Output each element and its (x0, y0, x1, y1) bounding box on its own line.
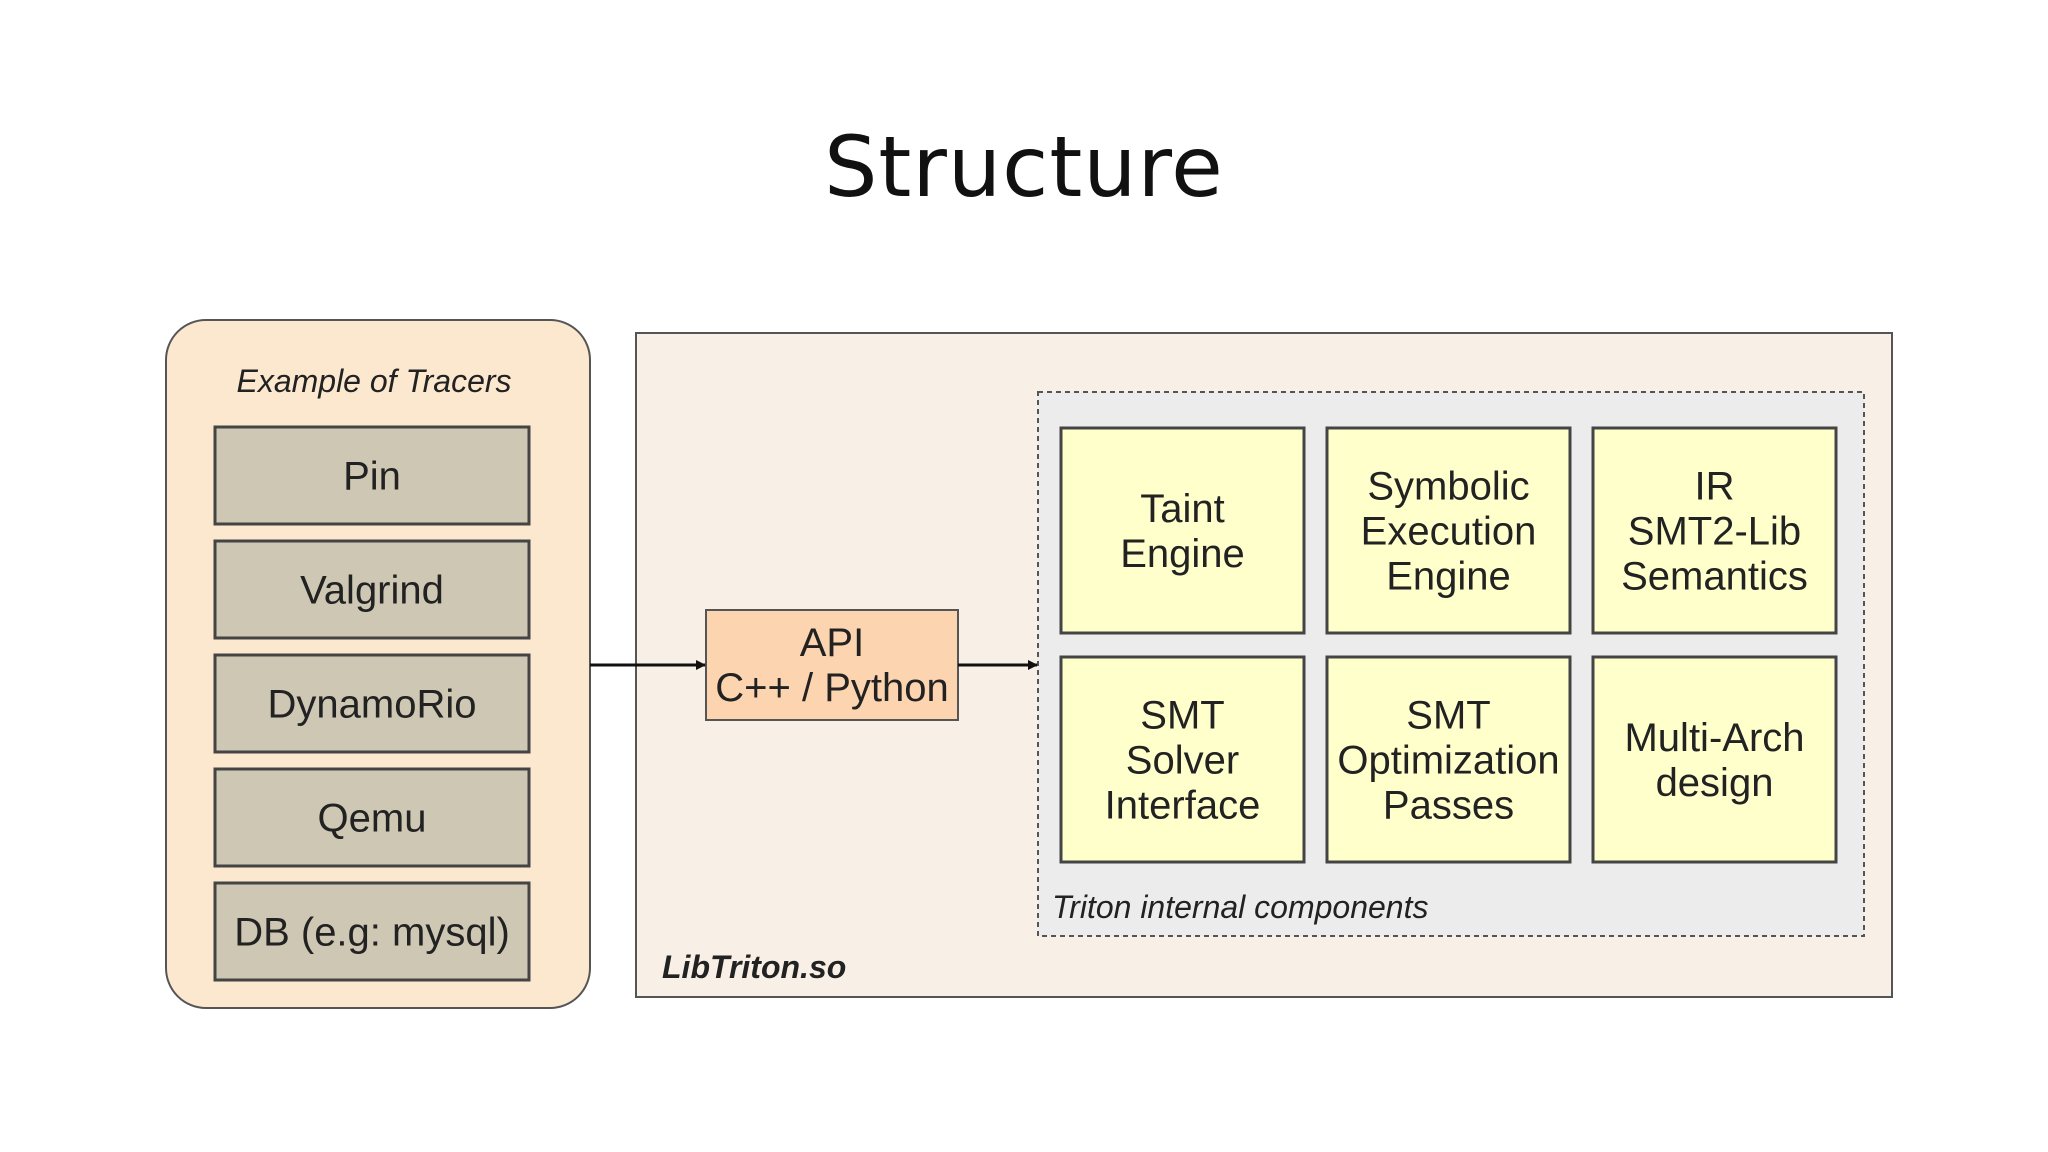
component-label-line: Symbolic (1367, 465, 1529, 509)
component-label-line: SMT2-Lib (1628, 510, 1801, 554)
component-label-line: SMT (1406, 694, 1490, 738)
tracer-item-box (213, 539, 531, 640)
component-label-line: Taint (1140, 487, 1225, 531)
tracer-item-label: DynamoRio (268, 683, 477, 727)
tracer-item-label: DB (e.g: mysql) (234, 911, 510, 955)
tracers-caption: Example of Tracers (236, 363, 511, 399)
component-label-line: Engine (1120, 532, 1245, 576)
internal-components-panel: Triton internal components TaintEngineSy… (1037, 391, 1865, 937)
component-label-line: IR (1695, 465, 1735, 509)
tracer-item-label: Qemu (318, 797, 427, 841)
component-label-line: Multi-Arch (1624, 716, 1804, 760)
component-label-line: Solver (1126, 739, 1239, 783)
component-label-line: Optimization (1337, 739, 1559, 783)
component-label-line: Execution (1361, 510, 1537, 554)
tracers-panel: Example of Tracers PinValgrindDynamoRioQ… (165, 319, 591, 1009)
tracer-item: Valgrind (213, 539, 531, 640)
component-label-line: Passes (1383, 784, 1514, 828)
tracer-item: DB (e.g: mysql) (213, 881, 531, 982)
tracer-item-label: Pin (343, 455, 401, 499)
tracer-item: Qemu (213, 767, 531, 868)
component-label-line: Semantics (1621, 555, 1808, 599)
api-languages-label: C++ / Python (715, 666, 948, 710)
tracer-item-label: Valgrind (300, 569, 444, 613)
component-label-line: design (1656, 761, 1774, 805)
component-label-line: SMT (1140, 694, 1224, 738)
tracer-item: Pin (213, 425, 531, 526)
api-box: API C++ / Python (705, 609, 959, 721)
tracer-item: DynamoRio (213, 653, 531, 754)
component-label-line: Engine (1386, 555, 1511, 599)
api-label: API (800, 621, 864, 665)
component-box-bg (1591, 426, 1838, 635)
libtriton-label: LibTriton.so (662, 949, 846, 985)
component-box-bg (1059, 426, 1306, 635)
tracer-item-box (213, 767, 531, 868)
tracer-item-box (213, 425, 531, 526)
component-label-line: Interface (1105, 784, 1261, 828)
internal-components-caption: Triton internal components (1052, 889, 1428, 925)
component-box-bg (1325, 426, 1572, 635)
api-box-bg (705, 609, 959, 721)
tracer-item-box (213, 653, 531, 754)
tracer-item-box (213, 881, 531, 982)
component-box-bg (1059, 655, 1306, 864)
component-box-bg (1325, 655, 1572, 864)
page-title: Structure (824, 118, 1224, 216)
component-box-bg (1591, 655, 1838, 864)
